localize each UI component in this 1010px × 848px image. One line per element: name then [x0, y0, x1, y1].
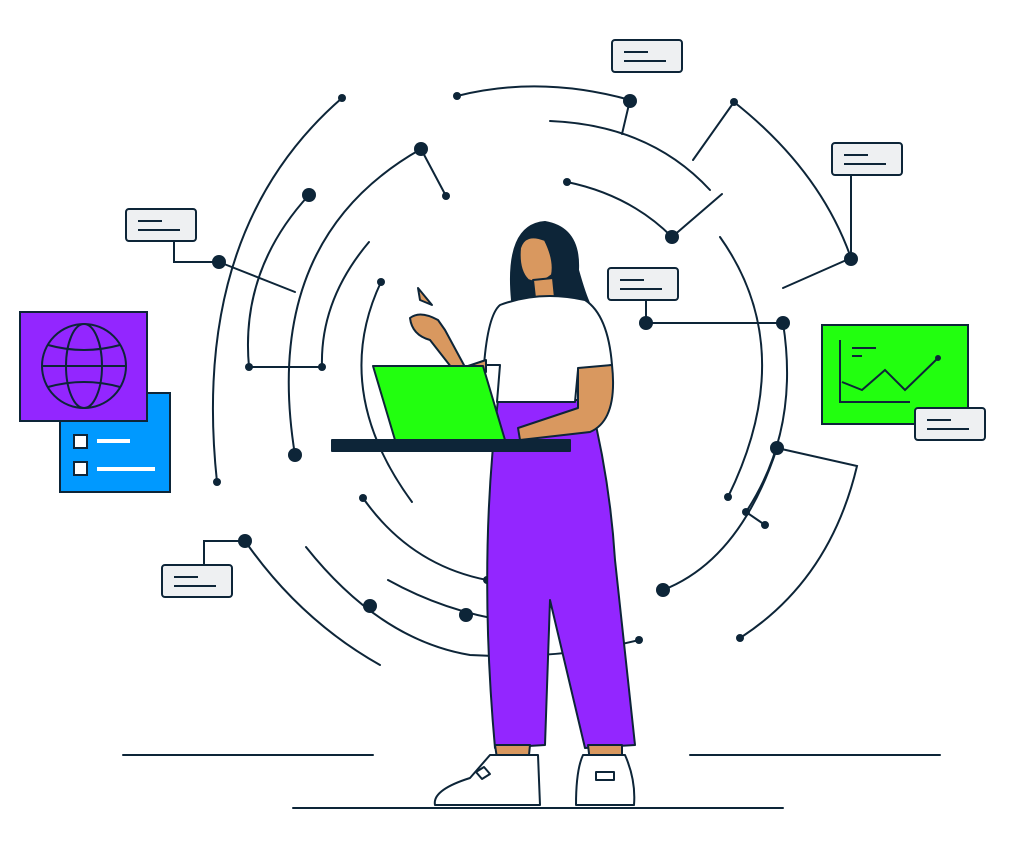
shirt [483, 295, 613, 403]
face [518, 236, 554, 283]
chart-panel [821, 324, 986, 441]
line-chart-icon [839, 340, 941, 403]
callout-icon [831, 142, 903, 176]
neck [532, 277, 556, 299]
network-nodes [212, 92, 858, 644]
globe-icon [41, 323, 127, 409]
callout-icon [125, 208, 197, 242]
callout-icon [607, 267, 679, 301]
desk-bar [331, 439, 571, 452]
finger [417, 287, 433, 306]
callout-icon [611, 39, 683, 73]
pants [486, 399, 636, 749]
woman-figure [331, 221, 636, 806]
arm-right [517, 364, 614, 441]
callout-boxes [125, 39, 903, 598]
laptop-screen [372, 365, 506, 441]
network-arcs [122, 85, 941, 809]
globe-panel [19, 311, 148, 422]
callout-icon [914, 407, 986, 441]
shoe-left [433, 754, 541, 806]
callout-icon [161, 564, 233, 598]
